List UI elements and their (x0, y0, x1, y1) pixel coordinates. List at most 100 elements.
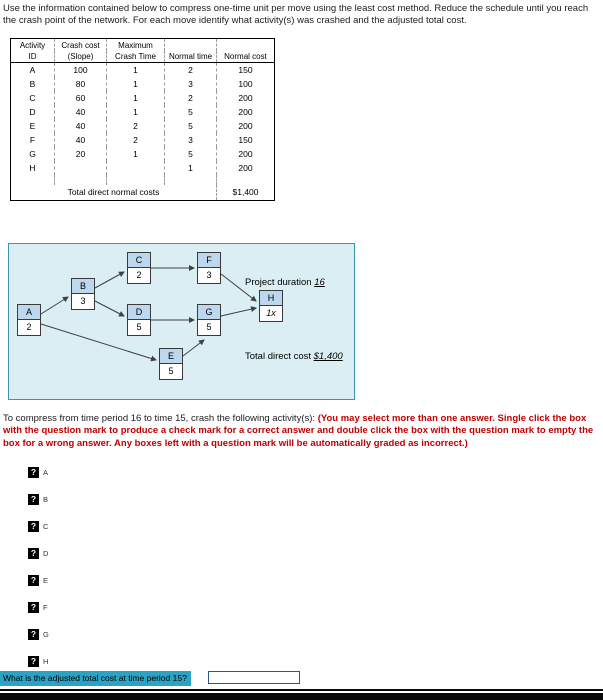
table-row: B 80 1 3 100 (11, 76, 275, 91)
checkbox-g[interactable]: ? (28, 628, 39, 640)
option-label-e: E (43, 575, 49, 585)
node-E-duration: 5 (160, 364, 182, 379)
node-B-label: B (72, 279, 94, 294)
node-E: E 5 (159, 348, 183, 380)
max-crash-cell: 1 (106, 90, 165, 105)
normal-time-cell: 5 (164, 104, 217, 119)
crash-cost-table-wrap: Activity Crash cost Maximum ID (Slope) C… (10, 38, 275, 201)
node-C: C 2 (127, 252, 151, 284)
project-duration-value: 16 (314, 277, 325, 288)
header-crash-cost: Crash cost (54, 38, 107, 51)
node-H-duration: 1x (260, 306, 282, 321)
header-crash-time: Crash Time (106, 50, 165, 63)
normal-cost-cell: 200 (216, 118, 275, 133)
bottom-divider-line (0, 689, 603, 691)
checkbox-f[interactable]: ? (28, 601, 39, 613)
checkbox-c[interactable]: ? (28, 520, 39, 532)
normal-time-cell: 5 (164, 146, 217, 161)
activity-id-cell: B (29, 78, 36, 89)
spacer-cell (216, 174, 275, 185)
network-arrows (40, 265, 257, 362)
crash-cost-cell: 40 (54, 118, 107, 133)
spacer-cell (54, 174, 107, 185)
crash-cost-cell: 60 (54, 90, 107, 105)
normal-time-cell: 2 (164, 62, 217, 77)
option-label-a: A (43, 467, 49, 477)
option-row-e: ? E (28, 574, 49, 586)
header-spacer-1 (164, 38, 217, 51)
normal-time-cell: 2 (164, 90, 217, 105)
table-header-row-1: Activity Crash cost Maximum (11, 38, 275, 51)
option-label-f: F (43, 602, 48, 612)
header-id: ID (10, 50, 55, 63)
node-H: H 1x (259, 290, 283, 322)
prompt-lead-text: To compress from time period 16 to time … (3, 413, 318, 424)
instructions-text: Use the information contained below to c… (3, 3, 589, 26)
node-C-duration: 2 (128, 268, 150, 283)
project-duration: Project duration 16 (245, 277, 325, 288)
option-label-d: D (43, 548, 49, 558)
node-D-duration: 5 (128, 320, 150, 335)
option-label-c: C (43, 521, 49, 531)
option-row-h: ? H (28, 655, 49, 667)
crash-cost-cell: 40 (54, 104, 107, 119)
header-activity: Activity (19, 41, 46, 51)
crash-cost-table: Activity Crash cost Maximum ID (Slope) C… (10, 38, 275, 201)
max-crash-cell: 1 (106, 104, 165, 119)
node-A-label: A (18, 305, 40, 320)
normal-cost-cell: 200 (216, 104, 275, 119)
crash-cost-cell: 80 (54, 76, 107, 91)
adjusted-cost-question: What is the adjusted total cost at time … (0, 671, 191, 686)
node-B: B 3 (71, 278, 95, 310)
table-total-row: Total direct normal costs $1,400 (11, 184, 275, 201)
checkbox-d[interactable]: ? (28, 547, 39, 559)
node-G: G 5 (197, 304, 221, 336)
table-row: E 40 2 5 200 (11, 118, 275, 133)
normal-cost-cell: 200 (216, 160, 275, 175)
node-D-label: D (128, 305, 150, 320)
header-normal-cost: Normal cost (216, 50, 275, 63)
option-label-g: G (43, 629, 49, 639)
checkbox-b[interactable]: ? (28, 493, 39, 505)
table-row: H 1 200 (11, 160, 275, 175)
max-crash-cell: 1 (106, 76, 165, 91)
table-row: D 40 1 5 200 (11, 104, 275, 119)
table-row: A 100 1 2 150 (11, 62, 275, 77)
activity-id-cell: H (29, 162, 36, 173)
answer-options: ? A ? B ? C ? D ? E ? F ? G ? H (28, 466, 49, 667)
node-C-label: C (128, 253, 150, 268)
normal-time-cell: 5 (164, 118, 217, 133)
normal-time-cell: 1 (164, 160, 217, 175)
checkbox-h[interactable]: ? (28, 655, 39, 667)
node-F-label: F (198, 253, 220, 268)
table-row: G 20 1 5 200 (11, 146, 275, 161)
option-row-f: ? F (28, 601, 49, 613)
activity-id-cell: G (29, 148, 36, 159)
table-header-row-2: ID (Slope) Crash Time Normal time Normal… (10, 50, 275, 63)
activity-id-cell: D (29, 106, 36, 117)
activity-id-cell: A (29, 64, 36, 75)
total-value-cell: $1,400 (216, 184, 275, 201)
normal-cost-cell: 100 (216, 76, 275, 91)
header-maximum: Maximum (106, 38, 165, 51)
header-normal-time: Normal time (164, 50, 217, 63)
checkbox-a[interactable]: ? (28, 466, 39, 478)
max-crash-cell: 2 (106, 132, 165, 147)
node-A-duration: 2 (18, 320, 40, 335)
max-crash-cell: 2 (106, 118, 165, 133)
normal-cost-cell: 200 (216, 90, 275, 105)
node-H-label: H (260, 291, 282, 306)
activity-id-cell: F (29, 134, 36, 145)
activity-id-cell: C (29, 92, 36, 103)
node-F-duration: 3 (198, 268, 220, 283)
node-D: D 5 (127, 304, 151, 336)
option-row-g: ? G (28, 628, 49, 640)
total-direct-cost-value: $1,400 (313, 351, 343, 362)
checkbox-e[interactable]: ? (28, 574, 39, 586)
max-crash-cell: 1 (106, 62, 165, 77)
total-direct-cost: Total direct cost $1,400 (245, 351, 343, 362)
crash-cost-cell (54, 160, 107, 175)
option-label-h: H (43, 656, 49, 666)
adjusted-cost-input[interactable] (208, 671, 300, 684)
crash-cost-cell: 40 (54, 132, 107, 147)
